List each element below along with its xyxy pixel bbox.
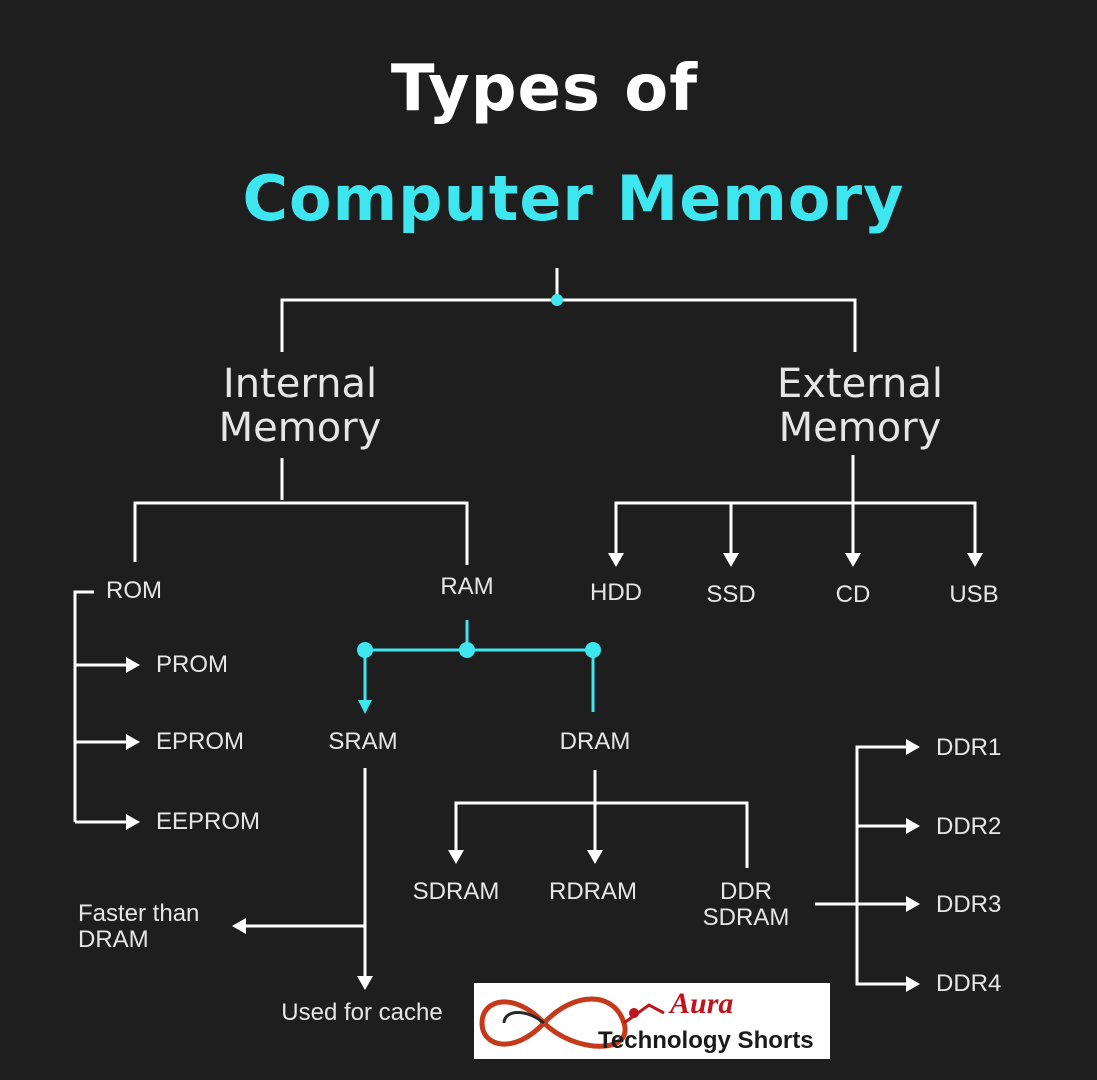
- internal-line-2: Memory: [218, 405, 382, 451]
- aura-technology-logo: Aura Technology Shorts: [474, 983, 830, 1059]
- ddr-sdram-line-1: DDR: [720, 878, 772, 905]
- ddr1-label: DDR1: [936, 734, 1002, 761]
- infinity-logo-icon: [479, 996, 665, 1049]
- external-line-1: External: [777, 361, 943, 407]
- cd-label: CD: [835, 581, 871, 608]
- sram-label: SRAM: [328, 728, 398, 755]
- eeprom-label: EEPROM: [156, 808, 261, 835]
- sdram-label: SDRAM: [412, 878, 500, 905]
- title-line-1: Types of: [390, 52, 699, 126]
- rdram-label: RDRAM: [549, 878, 637, 905]
- white-arrowheads: [126, 553, 983, 992]
- accent-connectors: [357, 294, 601, 714]
- prom-label: PROM: [156, 651, 228, 678]
- sram-note-line-1: Faster than: [78, 900, 200, 927]
- internal-line-1: Internal: [222, 361, 378, 407]
- sram-note-faster: Faster than DRAM: [78, 901, 199, 953]
- eprom-label: EPROM: [156, 728, 245, 755]
- title-line-2: Computer Memory: [242, 162, 905, 235]
- usb-label: USB: [949, 581, 999, 608]
- ddr3-label: DDR3: [936, 891, 1002, 918]
- internal-memory-label: Internal Memory: [180, 362, 420, 450]
- ddr2-label: DDR2: [936, 813, 1002, 840]
- logo-word-technology: Technology Shorts: [598, 1027, 814, 1054]
- external-memory-label: External Memory: [740, 362, 980, 450]
- ddr-sdram-label: DDR SDRAM: [686, 879, 806, 931]
- external-line-2: Memory: [778, 405, 942, 451]
- rom-label: ROM: [106, 577, 162, 604]
- ssd-label: SSD: [706, 581, 756, 608]
- ram-label: RAM: [440, 573, 494, 600]
- sram-note-line-2: DRAM: [78, 926, 149, 953]
- ddr-sdram-line-2: SDRAM: [702, 904, 790, 931]
- sram-note-cache: Used for cache: [281, 999, 443, 1026]
- ddr4-label: DDR4: [936, 970, 1002, 997]
- hdd-label: HDD: [590, 579, 642, 606]
- white-connectors: [73, 268, 977, 986]
- logo-word-aura: Aura: [670, 987, 734, 1020]
- dram-label: DRAM: [559, 728, 631, 755]
